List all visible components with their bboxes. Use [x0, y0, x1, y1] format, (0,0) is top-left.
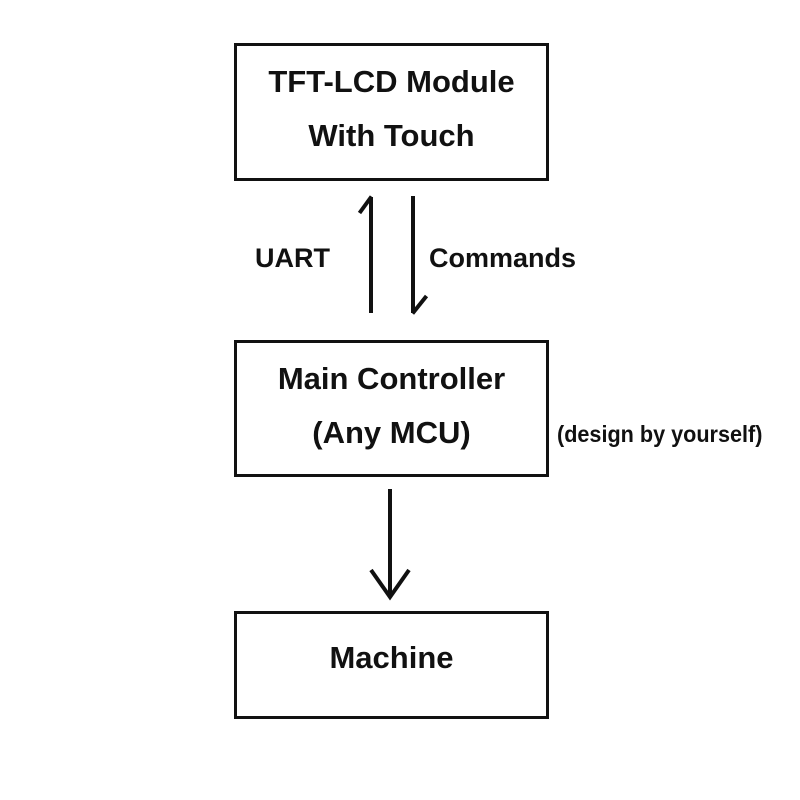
node-machine[interactable]: Machine	[234, 611, 549, 719]
node-machine-line-1: Machine	[329, 640, 454, 675]
node-main-controller[interactable]: Main Controller (Any MCU)	[234, 340, 549, 477]
node-main-controller-line-2: (Any MCU)	[312, 414, 471, 450]
annotation-design-by-yourself: (design by yourself)	[557, 421, 763, 447]
arrow-drive-head	[369, 568, 411, 601]
node-tft-lcd-module[interactable]: TFT-LCD Module With Touch	[234, 43, 549, 181]
node-tft-lcd-module-line-1: TFT-LCD Module	[268, 64, 515, 99]
arrow-commands-down	[410, 196, 429, 315]
arrow-commands-head	[410, 294, 429, 315]
arrow-uart-head	[357, 195, 374, 215]
arrow-drive-down	[369, 489, 411, 601]
node-main-controller-line-1: Main Controller	[277, 360, 506, 396]
edge-label-uart: UART	[255, 243, 330, 273]
edge-label-commands: Commands	[429, 243, 577, 273]
arrow-uart-up	[357, 195, 374, 313]
node-tft-lcd-module-line-2: With Touch	[308, 118, 475, 153]
